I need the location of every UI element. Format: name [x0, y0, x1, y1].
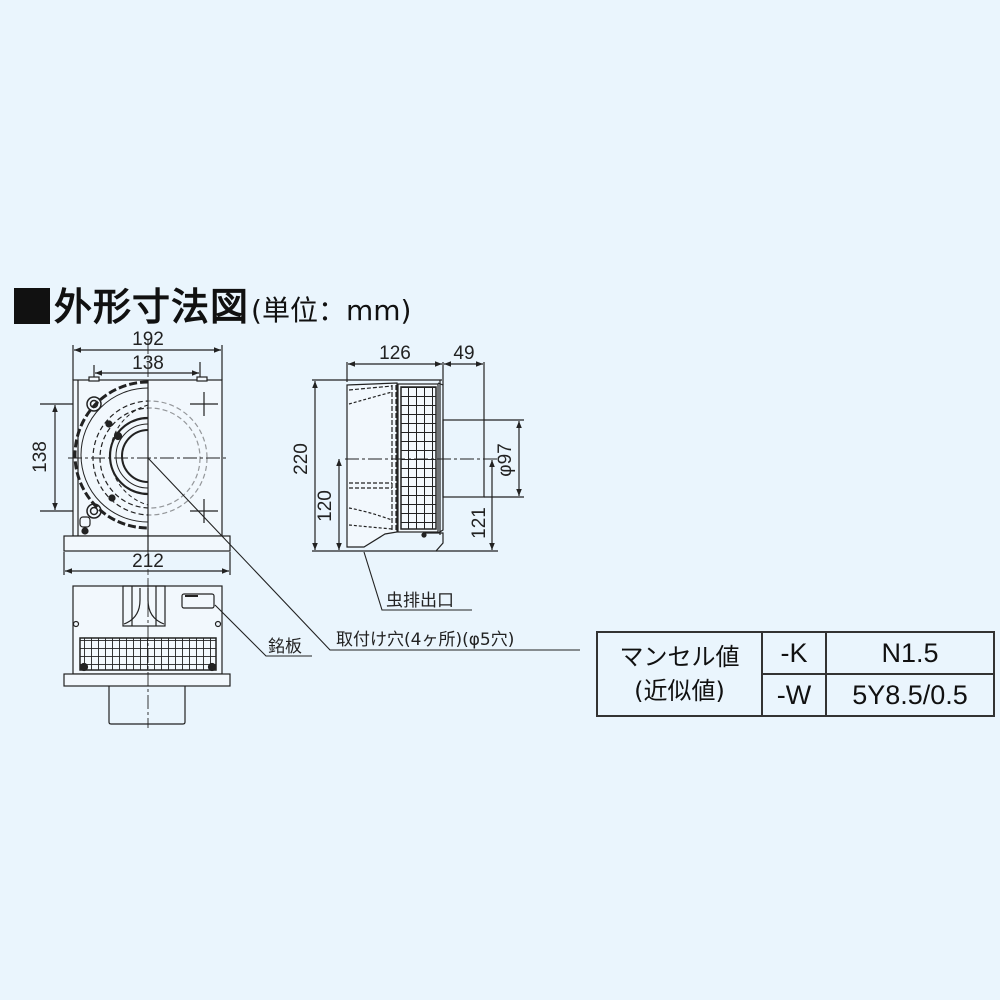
callout-leaders: [147, 457, 580, 657]
title-unit: (単位：mm): [251, 294, 412, 327]
title-main: 外形寸法図: [54, 285, 250, 329]
drawing-title: 外形寸法図 (単位：mm): [14, 276, 411, 331]
dim-hole-pitch-vertical: 138: [30, 441, 51, 473]
munsell-code: -W: [761, 673, 827, 717]
munsell-value: N1.5: [825, 631, 995, 675]
bottom-view: [63, 580, 231, 728]
label-mounting-holes: 取付け穴(4ヶ所)(φ5穴): [336, 630, 514, 650]
label-insect-outlet: 虫排出口: [386, 591, 454, 611]
munsell-code: -K: [761, 631, 827, 675]
dim-center-height: 120: [315, 490, 336, 522]
munsell-header-line2: (近似値): [634, 677, 725, 705]
munsell-table: マンセル値 (近似値) -K N1.5 -W 5Y8.5/0.5: [596, 631, 995, 717]
munsell-header-line1: マンセル値: [619, 643, 740, 671]
munsell-row-w: -W 5Y8.5/0.5: [597, 673, 995, 717]
front-view-dimension-labels: 192 138 138 212: [30, 329, 164, 572]
dim-overall-width: 192: [132, 329, 164, 350]
dim-duct-length: 49: [453, 343, 474, 364]
label-nameplate: 銘板: [268, 637, 302, 657]
munsell-header: マンセル値 (近似値): [596, 631, 763, 717]
title-square-marker: [14, 288, 50, 324]
side-view: [312, 361, 524, 552]
dim-duct-center-height: 121: [469, 507, 490, 539]
munsell-value: 5Y8.5/0.5: [825, 673, 995, 717]
dim-duct-diameter: φ97: [495, 443, 516, 476]
callout-labels: 虫排出口 取付け穴(4ヶ所)(φ5穴) 銘板: [268, 591, 514, 657]
dim-overall-height: 220: [291, 443, 312, 475]
side-view-dimension-labels: 126 49 220 120 φ97 121: [291, 343, 516, 539]
dim-hole-pitch-horizontal: 138: [132, 353, 164, 374]
munsell-row-k: マンセル値 (近似値) -K N1.5: [596, 631, 995, 717]
dim-flange-width: 212: [132, 551, 164, 572]
dim-depth: 126: [379, 343, 411, 364]
front-view: [40, 340, 231, 580]
